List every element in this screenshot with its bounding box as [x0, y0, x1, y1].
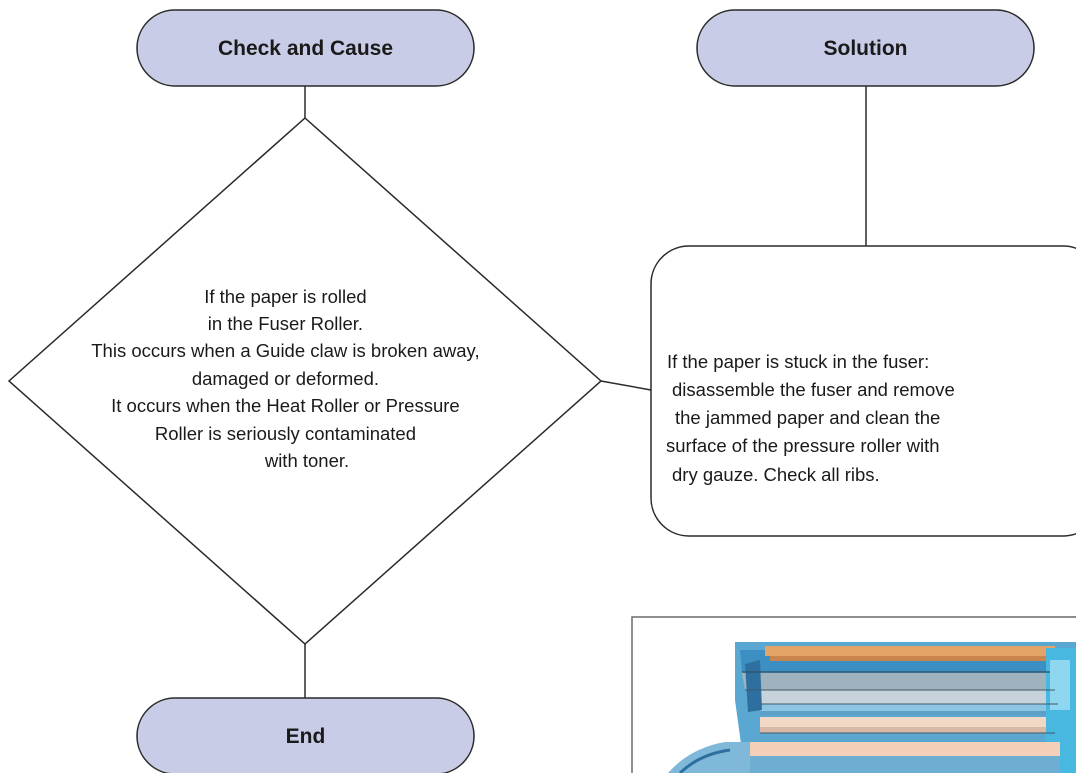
- solution-box: If the paper is stuck in the fuser: disa…: [650, 245, 1076, 537]
- fuser-unit-photo: [631, 616, 1076, 773]
- decision-line-4: damaged or deformed.: [192, 368, 379, 389]
- svg-text:If the paper is rolled i: If the paper is rolled in the Fuser Roll…: [91, 286, 484, 471]
- decision-line-5: It occurs when the Heat Roller or Pressu…: [111, 395, 460, 416]
- terminal-check-and-cause-label: Check and Cause: [218, 37, 393, 60]
- decision-diamond: If the paper is rolled in the Fuser Roll…: [7, 116, 603, 646]
- svg-text:If the paper is stuck in the f: If the paper is stuck in the fuser: disa…: [666, 351, 960, 485]
- solution-line-3: the jammed paper and clean the: [675, 407, 940, 428]
- decision-line-1: If the paper is rolled: [204, 286, 366, 307]
- solution-line-2: disassemble the fuser and remove: [672, 379, 955, 400]
- decision-line-6: Roller is seriously contaminated: [155, 423, 416, 444]
- solution-line-5: dry gauze. Check all ribs.: [672, 464, 880, 485]
- terminal-end-label: End: [286, 725, 326, 748]
- terminal-end: End: [136, 697, 475, 773]
- decision-line-7: with toner.: [264, 450, 349, 471]
- solution-line-1: If the paper is stuck in the fuser:: [667, 351, 929, 372]
- terminal-solution: Solution: [696, 9, 1035, 87]
- decision-line-2: in the Fuser Roller.: [208, 313, 363, 334]
- terminal-check-and-cause: Check and Cause: [136, 9, 475, 87]
- connector-decision-to-box: [600, 380, 652, 391]
- decision-line-3: This occurs when a Guide claw is broken …: [91, 340, 479, 361]
- solution-line-4: surface of the pressure roller with: [666, 435, 940, 456]
- terminal-solution-label: Solution: [824, 37, 908, 60]
